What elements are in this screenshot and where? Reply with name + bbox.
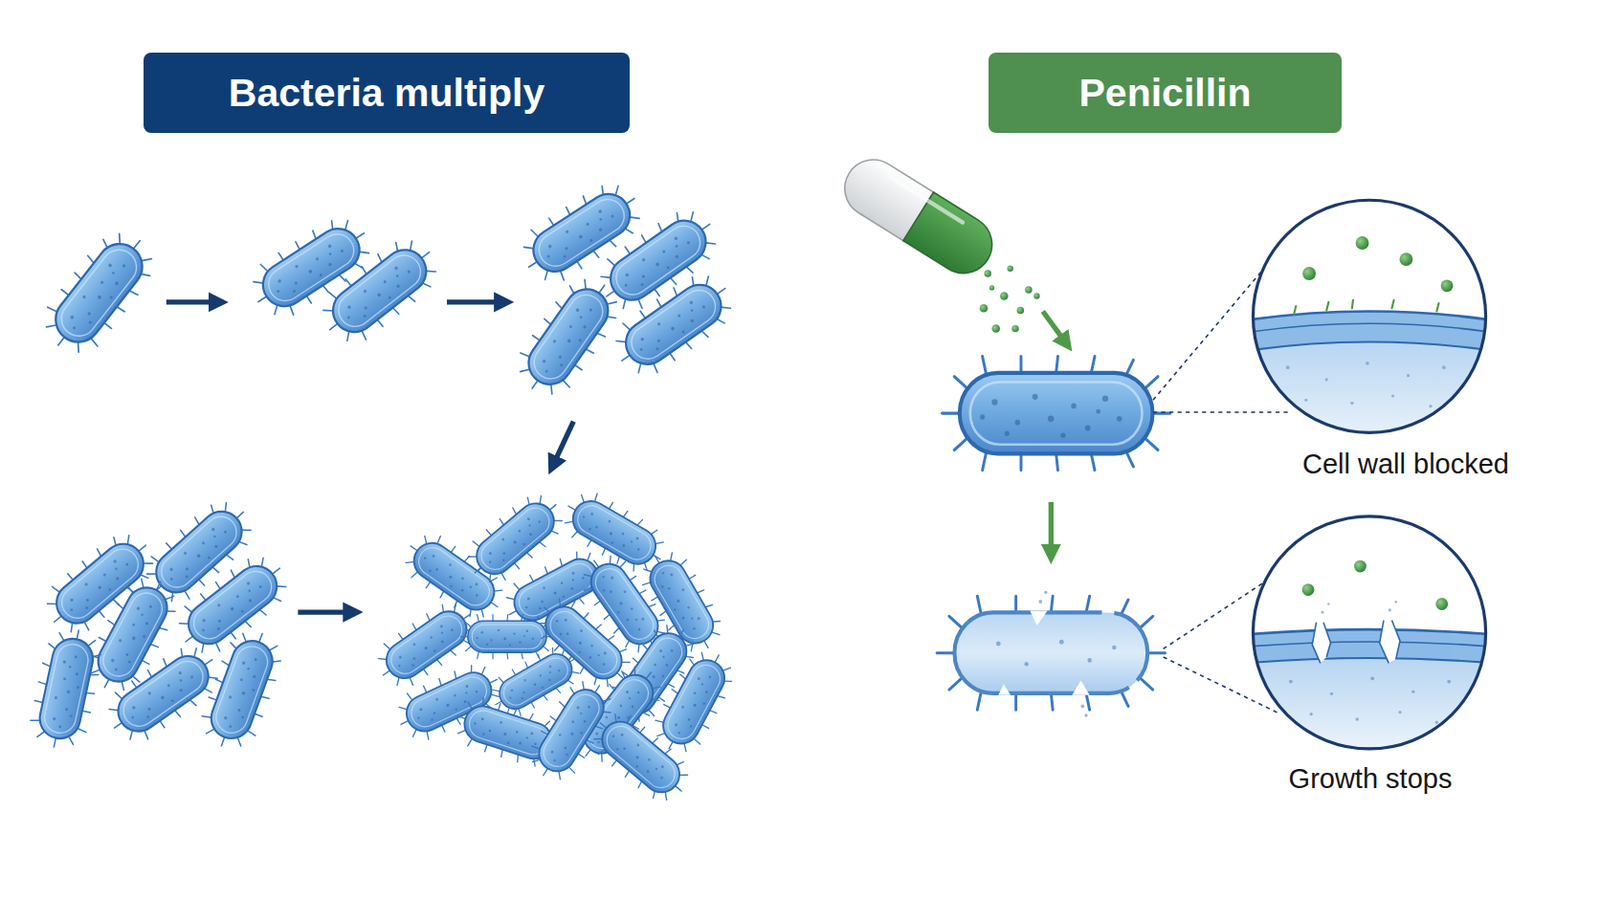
bacterium [583, 704, 698, 812]
zoom-circle [1244, 200, 1495, 449]
bacterium [311, 228, 447, 355]
arrow [166, 299, 222, 305]
bacterium [25, 624, 107, 754]
zoom-circle [1244, 516, 1495, 756]
bacterium [507, 267, 629, 406]
growth-arrows [166, 302, 574, 613]
caption-label: Growth stops [1288, 763, 1453, 796]
bacteria-illustration [25, 173, 742, 811]
bacterium [194, 623, 289, 756]
bacterium [646, 644, 742, 762]
panel-heading: Bacteria multiply [143, 52, 630, 134]
bacterium [33, 221, 165, 365]
arrow [1048, 502, 1054, 557]
bacterium [604, 264, 743, 386]
penicillin-capsule [834, 149, 1003, 285]
heading-text: Bacteria multiply [228, 70, 545, 116]
drug-particles [979, 265, 1041, 333]
arrow [446, 299, 507, 305]
bacterium [97, 636, 228, 752]
arrow [1043, 311, 1068, 345]
caption-label: Cell wall blocked [1302, 448, 1510, 481]
bacterium [460, 614, 554, 659]
bacterium [168, 546, 298, 666]
arrow [552, 422, 574, 468]
bacterium [941, 356, 1170, 471]
arrow [297, 609, 356, 615]
heading-text: Penicillin [1079, 70, 1252, 116]
damaged-bacterium [936, 591, 1165, 718]
panel-heading: Penicillin [988, 52, 1342, 134]
